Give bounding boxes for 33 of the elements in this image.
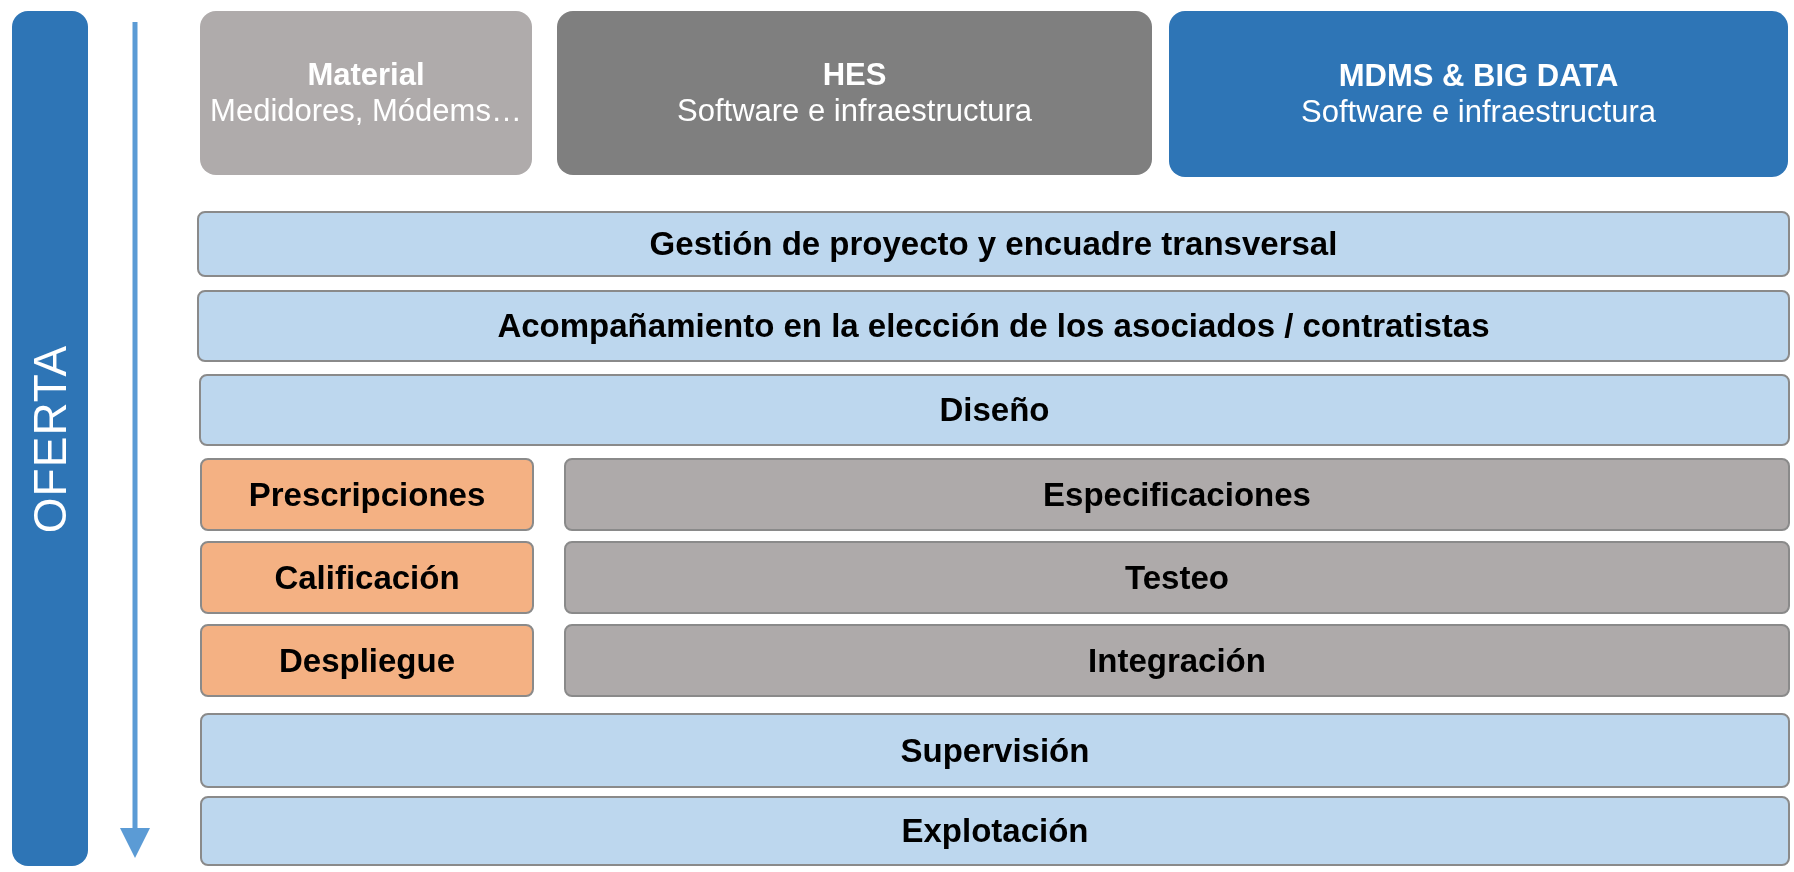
side-bar — [12, 11, 88, 866]
card-heading: MDMS & BIG DATA — [1338, 58, 1619, 94]
phase-label: Prescripciones — [248, 475, 486, 514]
phase-label: Gestión de proyecto y encuadre transversal — [649, 225, 1338, 263]
phase-band — [199, 374, 1790, 446]
phase-label: Calificación — [274, 558, 460, 597]
phase-label: Explotación — [901, 812, 1089, 850]
card-heading: HES — [822, 57, 887, 93]
category-card — [1169, 11, 1788, 177]
phase-label: Despliegue — [278, 641, 456, 680]
phase-band — [564, 458, 1790, 531]
vertical-title: OFERTA — [23, 344, 77, 533]
card-description: Medidores, Módems… — [210, 93, 522, 129]
phase-band — [197, 290, 1790, 362]
phase-band — [200, 541, 534, 614]
phase-band — [200, 796, 1790, 866]
phase-band — [564, 624, 1790, 697]
card-description: Software e infraestructura — [677, 93, 1032, 129]
phase-band — [200, 624, 534, 697]
category-card — [557, 11, 1152, 175]
phase-label: Acompañamiento en la elección de los asociados / contratistas — [497, 307, 1490, 345]
phase-band — [197, 211, 1790, 277]
card-heading: Material — [307, 57, 425, 93]
phase-band — [564, 541, 1790, 614]
card-description: Software e infraestructura — [1301, 94, 1656, 130]
phase-band — [200, 713, 1790, 788]
category-card — [200, 11, 532, 175]
phase-label: Especificaciones — [1043, 475, 1311, 514]
phase-band — [200, 458, 534, 531]
phase-label: Diseño — [939, 391, 1050, 429]
phase-label: Integración — [1088, 641, 1266, 680]
phase-label: Testeo — [1125, 558, 1229, 597]
phase-label: Supervisión — [900, 731, 1090, 770]
